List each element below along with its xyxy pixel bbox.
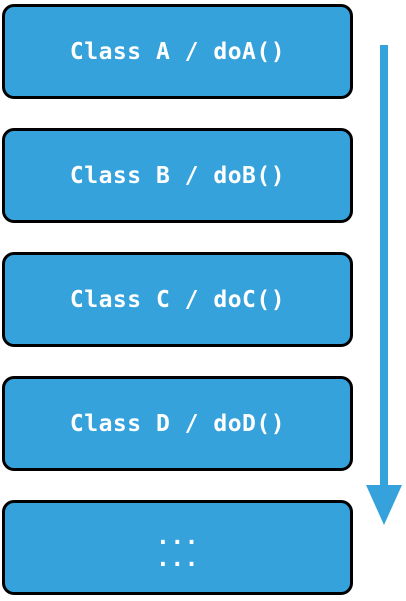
arrow-down-icon	[366, 45, 402, 525]
class-a-box: Class A / doA()	[2, 4, 353, 99]
class-d-label: Class D / doD()	[69, 410, 286, 437]
class-c-label: Class C / doC()	[69, 286, 286, 313]
class-a-label: Class A / doA()	[69, 38, 286, 65]
class-b-label: Class B / doB()	[69, 162, 286, 189]
continuation-box: ... ...	[2, 500, 353, 595]
arrow-head	[366, 485, 402, 525]
continuation-label: ... ...	[155, 523, 200, 572]
class-d-box: Class D / doD()	[2, 376, 353, 471]
class-c-box: Class C / doC()	[2, 252, 353, 347]
class-b-box: Class B / doB()	[2, 128, 353, 223]
